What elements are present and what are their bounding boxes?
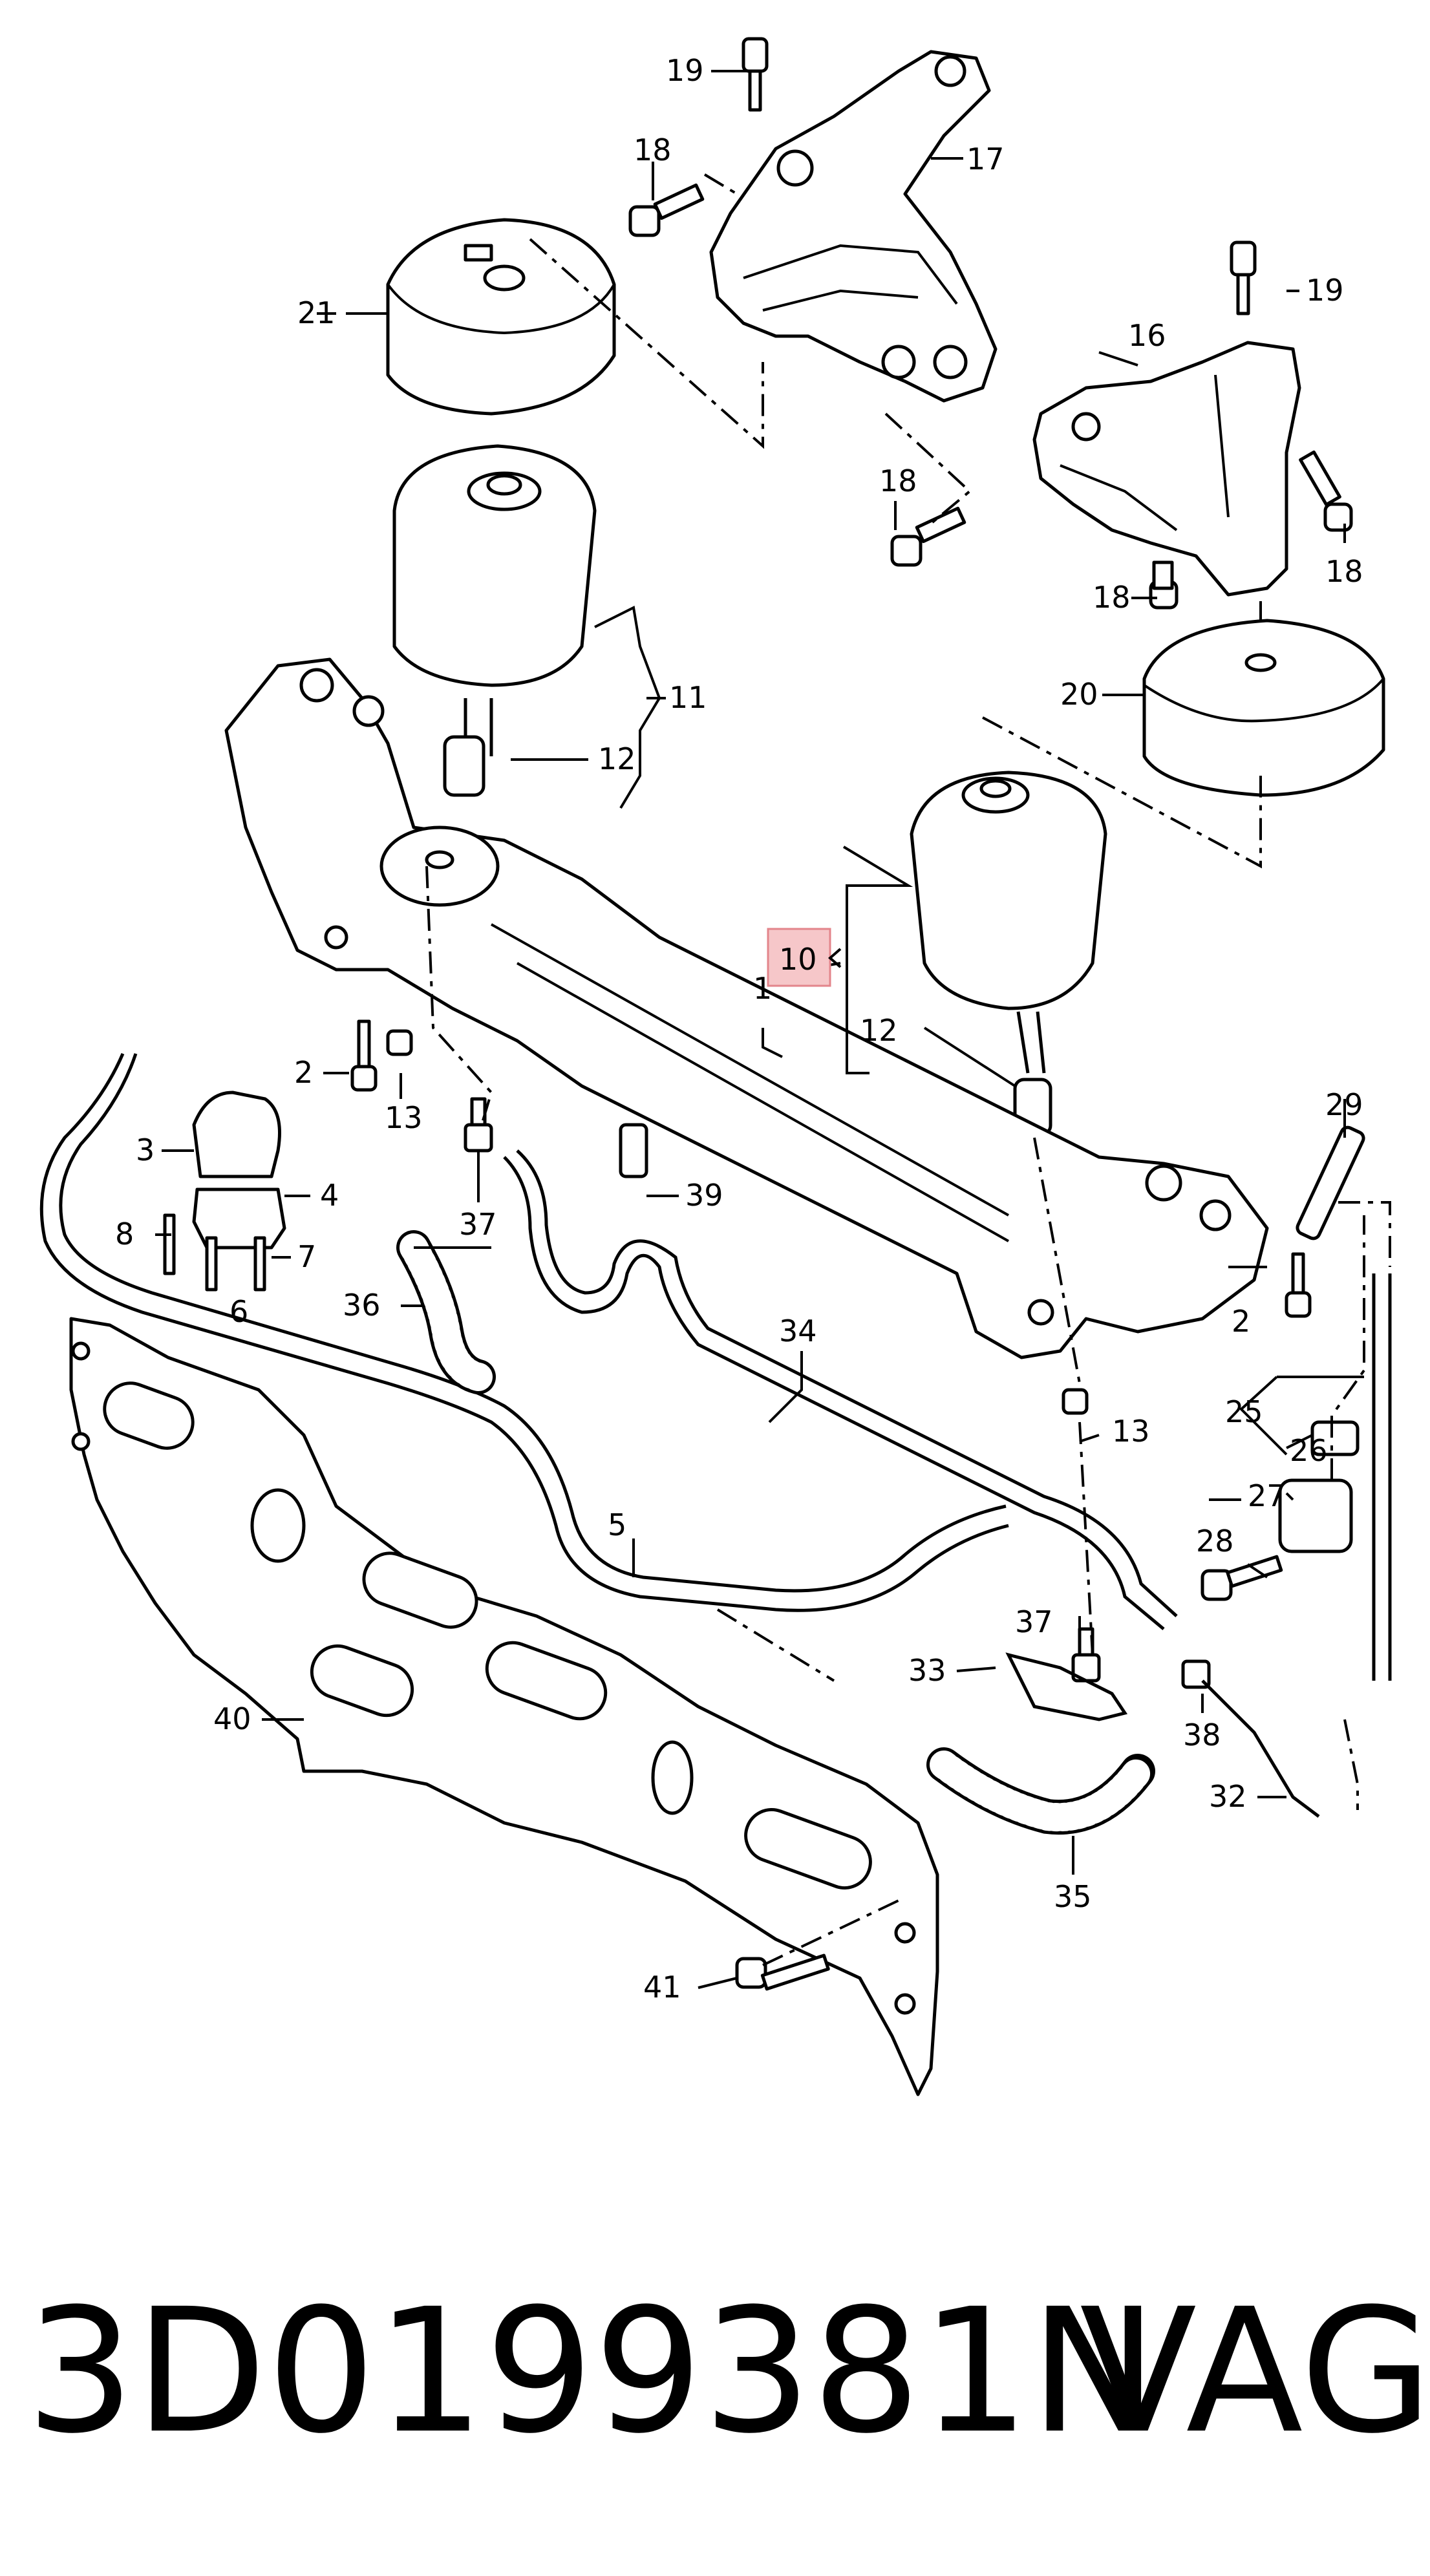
callout-13b: 13	[1112, 1414, 1150, 1449]
callout-40: 40	[213, 1701, 251, 1736]
subframe-1	[224, 657, 1269, 1359]
callout-16: 16	[1128, 318, 1166, 353]
pipe-34	[503, 1149, 1178, 1630]
callout-29: 29	[1325, 1087, 1363, 1122]
callout-2a: 2	[294, 1055, 313, 1090]
callout-7: 7	[297, 1239, 316, 1274]
engine-mount-11	[392, 444, 597, 797]
callout-36: 36	[343, 1288, 381, 1323]
callout-11: 11	[669, 680, 707, 715]
cross-member-40	[69, 1317, 939, 2096]
callout-3: 3	[136, 1133, 155, 1167]
callout-18a: 18	[634, 133, 672, 167]
part-number: 3D0199381N	[26, 2272, 1158, 2471]
hose-36	[396, 1230, 496, 1394]
clamp-3-4	[163, 1091, 286, 1292]
callout-38: 38	[1183, 1718, 1221, 1752]
callout-10: 10	[779, 942, 817, 977]
callout-18d: 18	[1093, 580, 1131, 615]
callout-8: 8	[115, 1217, 134, 1251]
callout-21: 21	[297, 295, 336, 330]
callout-28: 28	[1196, 1524, 1234, 1559]
callout-35: 35	[1054, 1879, 1092, 1914]
highlight-10	[767, 928, 831, 987]
callout-33: 33	[908, 1653, 946, 1688]
callout-labels: 19 17 18 21 19 16 18 18 18 11 20 12 10 1…	[115, 53, 1363, 2005]
engine-bracket-17	[709, 50, 998, 403]
callout-4: 4	[320, 1178, 339, 1213]
mount-cap-21	[386, 218, 616, 416]
gearbox-mount-10	[910, 771, 1107, 1136]
callout-6: 6	[229, 1294, 248, 1329]
callout-2b: 2	[1232, 1304, 1250, 1339]
fittings	[464, 1097, 1392, 1818]
brand-name: VAG	[1080, 2272, 1430, 2471]
callout-34: 34	[779, 1314, 817, 1348]
callout-37a: 37	[459, 1207, 497, 1242]
callout-19b: 19	[1306, 273, 1344, 308]
hose-35	[926, 1747, 1155, 1835]
callout-25: 25	[1225, 1394, 1263, 1429]
callout-18b: 18	[879, 463, 917, 498]
stabiliser-5	[39, 1053, 1009, 1612]
callout-20: 20	[1060, 677, 1098, 712]
callout-32: 32	[1209, 1779, 1247, 1814]
callout-12a: 12	[598, 741, 636, 776]
callout-12b: 12	[860, 1013, 898, 1048]
callout-1: 1	[753, 971, 772, 1006]
callout-5: 5	[608, 1507, 626, 1542]
callout-27: 27	[1248, 1478, 1286, 1513]
callout-26: 26	[1290, 1433, 1328, 1468]
leader-lines	[155, 70, 1391, 1989]
bolts	[350, 37, 1353, 1991]
callout-19a: 19	[666, 53, 704, 88]
engine-bracket-16	[1032, 341, 1301, 597]
callout-17: 17	[966, 142, 1005, 176]
callout-39: 39	[685, 1178, 723, 1213]
callout-13a: 13	[385, 1100, 423, 1135]
callout-41: 41	[643, 1970, 681, 2005]
mount-cap-20	[1142, 619, 1385, 797]
callout-18c: 18	[1325, 554, 1363, 589]
callout-10-arrow	[827, 948, 842, 968]
callout-37b: 37	[1015, 1604, 1053, 1639]
